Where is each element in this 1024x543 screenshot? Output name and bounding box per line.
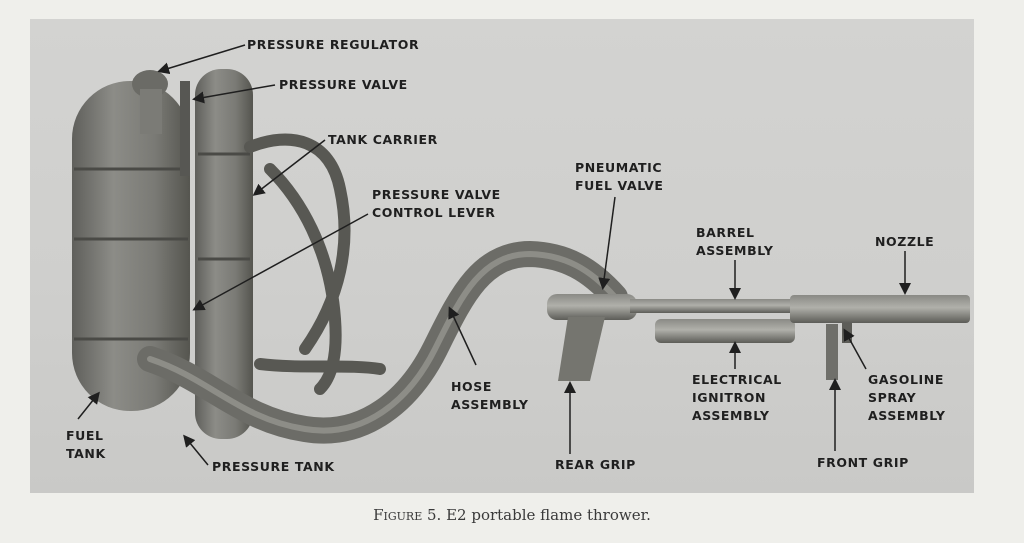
arrow-pressure-valve (192, 84, 276, 104)
flame-thrower-illustration (72, 69, 970, 444)
label-line: ASSEMBLY (451, 397, 529, 412)
label-line: ELECTRICAL (692, 372, 782, 387)
label-pressure-valve: PRESSURE VALVE (279, 77, 408, 92)
arrow-pressure-tank (183, 434, 209, 466)
arrow-pneumatic-fuel-valve (598, 196, 616, 290)
label-electrical-ignitron-assembly: ELECTRICAL IGNITRON ASSEMBLY (692, 371, 782, 425)
label-line: FUEL VALVE (575, 178, 664, 193)
arrow-gasoline-spray (843, 328, 867, 370)
gun-body (547, 294, 970, 381)
label-line: ASSEMBLY (868, 408, 946, 423)
flame-thrower-photo: PRESSURE REGULATOR PRESSURE VALVE TANK C… (30, 19, 974, 493)
label-pressure-valve-control-lever: PRESSURE VALVE CONTROL LEVER (372, 186, 501, 222)
arrow-tank-carrier (252, 139, 326, 196)
fuel-tank (72, 81, 190, 411)
hose-assembly (137, 240, 628, 444)
label-line: HOSE (451, 379, 493, 394)
arrow-pressure-valve-control-lever (192, 213, 369, 311)
label-line: PRESSURE VALVE (372, 187, 501, 202)
label-hose-assembly: HOSE ASSEMBLY (451, 378, 529, 414)
figure-number: Figure 5. (373, 506, 442, 524)
label-barrel-assembly: BARREL ASSEMBLY (696, 224, 774, 260)
callout-arrows (77, 44, 911, 466)
label-line: SPRAY (868, 390, 917, 405)
pressure-regulator (132, 70, 190, 176)
label-pressure-regulator: PRESSURE REGULATOR (247, 37, 420, 52)
label-line: PNEUMATIC (575, 160, 663, 175)
label-rear-grip: REAR GRIP (555, 457, 636, 472)
label-line: IGNITRON (692, 390, 767, 405)
label-line: ASSEMBLY (692, 408, 770, 423)
label-line: TANK (66, 446, 106, 461)
label-line: CONTROL LEVER (372, 205, 496, 220)
label-line: FUEL (66, 428, 104, 443)
figure-title: E2 portable flame thrower. (446, 506, 651, 524)
label-pneumatic-fuel-valve: PNEUMATIC FUEL VALVE (575, 159, 664, 195)
label-front-grip: FRONT GRIP (817, 455, 909, 470)
label-pressure-tank: PRESSURE TANK (212, 459, 335, 474)
label-fuel-tank: FUEL TANK (66, 427, 106, 463)
figure-caption: Figure 5. E2 portable flame thrower. (0, 506, 1024, 524)
pressure-tank (195, 69, 253, 439)
arrow-pressure-regulator (157, 44, 246, 75)
label-nozzle: NOZZLE (875, 234, 935, 249)
label-line: ASSEMBLY (696, 243, 774, 258)
label-line: GASOLINE (868, 372, 944, 387)
label-gasoline-spray-assembly: GASOLINE SPRAY ASSEMBLY (868, 371, 946, 425)
label-tank-carrier: TANK CARRIER (328, 132, 438, 147)
arrow-hose-assembly (448, 306, 477, 366)
tank-carrier (244, 133, 386, 395)
arrow-fuel-tank (77, 391, 100, 420)
label-line: BARREL (696, 225, 755, 240)
